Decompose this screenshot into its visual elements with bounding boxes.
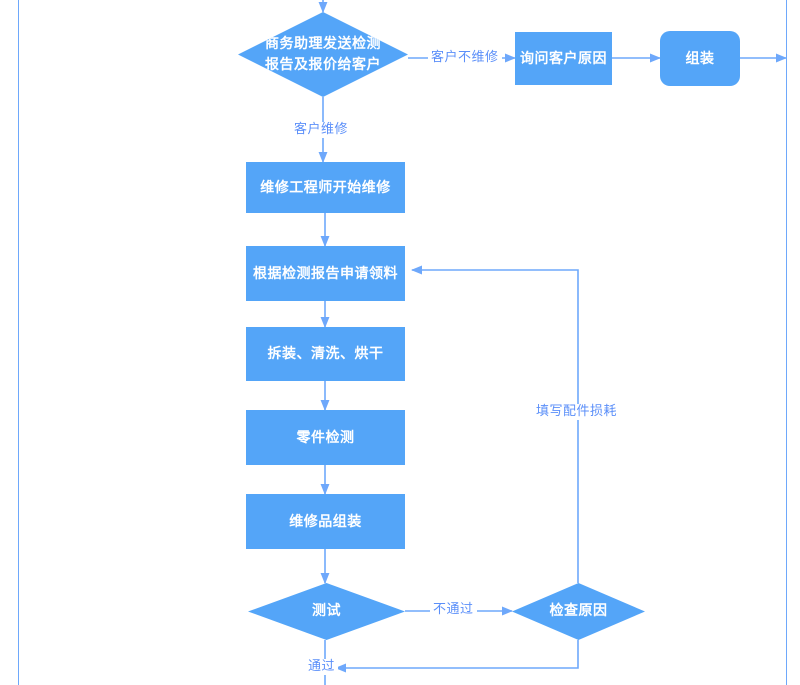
page-rule-left <box>18 0 19 685</box>
node-send-report-label: 商务助理发送检测 报告及报价给客户 <box>262 34 384 76</box>
node-send-report[interactable]: 商务助理发送检测 报告及报价给客户 <box>238 12 408 97</box>
edge-label-no-repair: 客户不维修 <box>428 50 502 66</box>
node-repair-assemble[interactable]: 维修品组装 <box>246 494 405 549</box>
node-apply-parts[interactable]: 根据检测报告申请领料 <box>246 246 405 301</box>
node-send-report-line2: 报告及报价给客户 <box>264 56 381 73</box>
node-send-report-line1: 商务助理发送检测 <box>264 35 381 52</box>
edge-label-pass: 通过 <box>305 659 339 675</box>
edge-label-do-repair: 客户维修 <box>291 122 352 138</box>
node-check-cause[interactable]: 检查原因 <box>512 583 645 640</box>
node-disassemble[interactable]: 拆装、清洗、烘干 <box>246 327 405 381</box>
edge-label-fail: 不通过 <box>430 602 477 618</box>
page-rule-right <box>786 0 787 685</box>
node-check-cause-label: 检查原因 <box>549 603 608 619</box>
node-test[interactable]: 测试 <box>248 583 405 640</box>
node-engineer-start[interactable]: 维修工程师开始维修 <box>246 162 405 213</box>
node-assemble[interactable]: 组装 <box>660 31 740 86</box>
edge-cause-bottom-loop <box>334 640 579 673</box>
node-part-check[interactable]: 零件检测 <box>246 410 405 465</box>
node-ask-reason[interactable]: 询问客户原因 <box>515 32 612 85</box>
node-test-label: 测试 <box>312 603 341 619</box>
edge-label-parts-usage: 填写配件损耗 <box>533 404 621 420</box>
edge-parts-usage-loop <box>410 265 579 583</box>
